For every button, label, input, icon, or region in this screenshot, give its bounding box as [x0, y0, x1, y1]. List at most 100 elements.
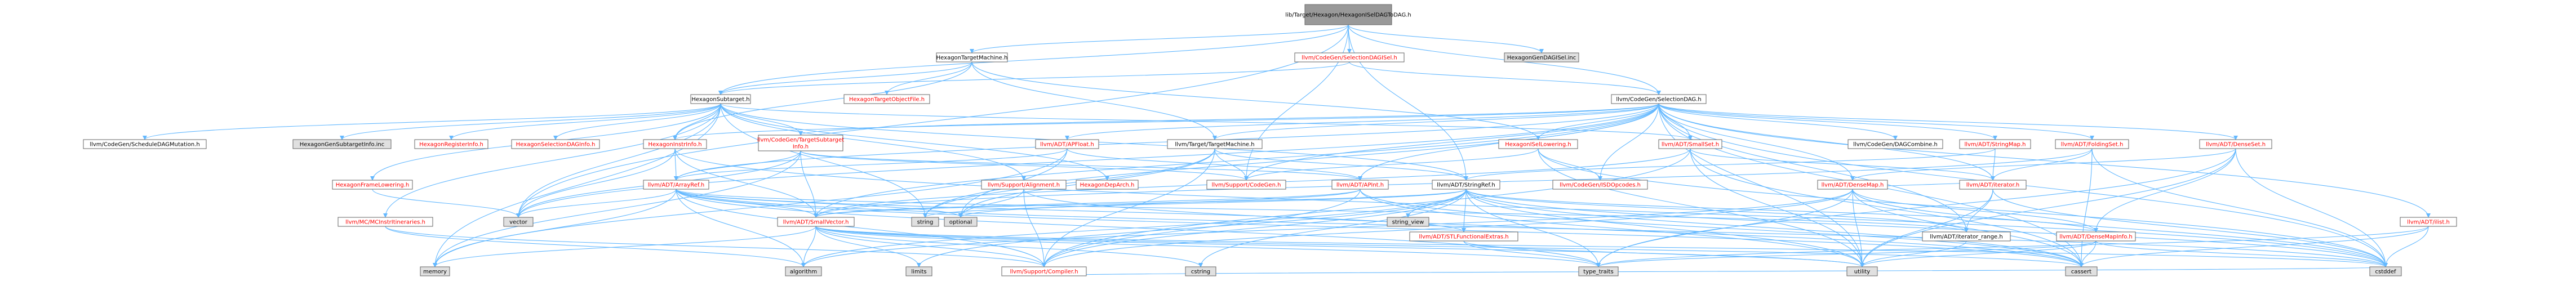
edge-ttm-to-scg — [1214, 148, 1249, 181]
edge-sms-to-cas — [1690, 148, 2084, 267]
node-label: string — [917, 220, 934, 226]
edge-sr-to-lim — [917, 189, 1467, 267]
node-ar[interactable]: llvm/ADT/ArrayRef.h — [643, 180, 709, 190]
edge-hst-to-hgsi — [340, 103, 721, 140]
edge-cgsd-to-apf — [1065, 103, 1659, 140]
node-label: llvm/CodeGen/SelectionDAG.h — [1616, 97, 1701, 103]
node-sa[interactable]: llvm/Support/Alignment.h — [981, 180, 1067, 190]
edge-api-to-sv — [814, 189, 1361, 218]
node-box — [1846, 266, 1878, 276]
node-ttm[interactable]: llvm/Target/TargetMachine.h — [1167, 139, 1263, 149]
node-hst[interactable]: HexagonSubtarget.h — [690, 94, 751, 104]
node-dagc[interactable]: llvm/CodeGen/DAGCombine.h — [1847, 139, 1943, 149]
edge-cgsd-to-sv — [814, 103, 1659, 218]
node-scg[interactable]: llvm/Support/CodeGen.h — [1206, 180, 1286, 190]
node-apf[interactable]: llvm/ADT/APFloat.h — [1035, 139, 1099, 149]
node-box — [911, 217, 939, 227]
edge-cgsd-to-cgtsi — [798, 103, 1659, 136]
node-root[interactable]: lib/Target/Hexagon/HexagonISelDAGToDAG.h — [1285, 4, 1411, 25]
edge-htm-to-hii — [673, 61, 972, 140]
edge-sr-to-sv — [814, 189, 1467, 218]
node-mcii[interactable]: llvm/MC/MCInstrItineraries.h — [337, 217, 433, 227]
node-hisl[interactable]: HexagonISelLowering.h — [1498, 139, 1578, 149]
node-box — [292, 139, 392, 149]
node-layer: lib/Target/Hexagon/HexagonISelDAGToDAG.h… — [83, 4, 2457, 276]
edge-mcii-to-alg — [385, 226, 806, 267]
node-itr[interactable]: llvm/ADT/iterator_range.h — [1922, 231, 2011, 242]
edge-dmi-to-cas — [2079, 240, 2097, 267]
node-hsi[interactable]: HexagonSelectionDAGInfo.h — [511, 139, 600, 149]
node-label: memory — [423, 269, 447, 275]
edge-dm-to-util — [1852, 189, 1864, 267]
node-sms[interactable]: llvm/ADT/SmallSet.h — [1658, 139, 1722, 149]
edge-fs-to-cdef — [2091, 148, 2388, 267]
node-strm[interactable]: llvm/ADT/StringMap.h — [1959, 139, 2031, 149]
node-sv[interactable]: llvm/ADT/SmallVector.h — [777, 217, 855, 227]
node-htof[interactable]: HexagonTargetObjectFile.h — [843, 94, 930, 104]
edge-cgsd-to-scg — [1244, 103, 1659, 181]
node-sr[interactable]: llvm/ADT/StringRef.h — [1432, 180, 1500, 190]
node-box — [1959, 139, 2031, 149]
node-box — [1611, 94, 1707, 104]
node-hfl[interactable]: HexagonFrameLowering.h — [332, 180, 413, 190]
edge-dmi-to-tt — [1596, 240, 2097, 267]
node-it[interactable]: llvm/ADT/iterator.h — [1959, 180, 2027, 190]
edge-root-to-sr — [1348, 24, 1468, 181]
edge-hisl-to-scg — [1244, 148, 1539, 181]
node-dset[interactable]: llvm/ADT/DenseSet.h — [2199, 139, 2272, 149]
edge-cgsdi-to-cgsd — [1349, 61, 1661, 95]
node-hri[interactable]: HexagonRegisterInfo.h — [414, 139, 488, 149]
node-label: llvm/ADT/SmallVector.h — [783, 220, 849, 226]
edge-ar-to-vec — [516, 189, 677, 218]
node-box — [905, 266, 932, 276]
edge-dset-to-dmi — [2094, 148, 2236, 233]
node-isdo[interactable]: llvm/CodeGen/ISDOpcodes.h — [1552, 180, 1648, 190]
edge-ar-to-cdef — [676, 189, 2388, 267]
node-dmi[interactable]: llvm/ADT/DenseMapInfo.h — [2056, 231, 2136, 242]
edge-sv-to-tt — [815, 226, 1601, 267]
node-label: llvm/ADT/FoldingSet.h — [2061, 142, 2124, 148]
edge-stl-to-tt — [1463, 240, 1601, 267]
node-cgsd[interactable]: llvm/CodeGen/SelectionDAG.h — [1611, 94, 1707, 104]
node-fs[interactable]: llvm/ADT/FoldingSet.h — [2055, 139, 2129, 149]
edge-ilist-to-cdef — [2383, 226, 2429, 267]
node-box — [1578, 266, 1619, 276]
node-box — [511, 139, 600, 149]
edge-sv-to-cstr — [815, 226, 1203, 267]
node-stl[interactable]: llvm/ADT/STLFunctionalExtras.h — [1409, 231, 1518, 242]
edge-ttm-to-comp — [1042, 148, 1215, 267]
node-box — [1922, 231, 2011, 242]
node-label: llvm/ADT/iterator.h — [1966, 182, 2019, 189]
node-box — [83, 139, 207, 149]
edge-hii-to-sv — [674, 148, 818, 218]
node-box — [2055, 139, 2129, 149]
node-hii[interactable]: HexagonInstrInfo.h — [643, 139, 707, 149]
edge-sms-to-comp — [1042, 148, 1691, 267]
node-hda[interactable]: HexagonDepArch.h — [1076, 180, 1139, 190]
node-label: optional — [949, 220, 972, 226]
node-dm[interactable]: llvm/ADT/DenseMap.h — [1817, 180, 1888, 190]
node-box — [690, 94, 751, 104]
node-api[interactable]: llvm/ADT/APInt.h — [1331, 180, 1389, 190]
node-cgsdi[interactable]: llvm/CodeGen/SelectionDAGISel.h — [1294, 52, 1405, 62]
node-box — [420, 266, 450, 276]
node-alg: algorithm — [785, 266, 822, 276]
node-box — [1206, 180, 1286, 190]
node-label: llvm/ADT/iterator_range.h — [1930, 234, 2002, 240]
edge-hst-to-vec — [516, 103, 721, 218]
node-box — [1001, 266, 1087, 276]
node-box — [2199, 139, 2272, 149]
edge-root-to-cgsd — [1348, 24, 1661, 95]
node-opt: optional — [944, 217, 978, 227]
node-label: limits — [911, 269, 926, 275]
node-htm[interactable]: HexagonTargetMachine.h — [936, 52, 1008, 62]
edge-hst-to-str — [720, 103, 927, 218]
node-ilist[interactable]: llvm/ADT/ilist.h — [2400, 217, 2457, 227]
edge-sr-to-cdef — [1465, 189, 2388, 267]
node-label: cstddef — [2375, 269, 2396, 275]
node-comp[interactable]: llvm/Support/Compiler.h — [1001, 266, 1087, 276]
node-box — [643, 180, 709, 190]
node-sdm[interactable]: llvm/CodeGen/ScheduleDAGMutation.h — [83, 139, 207, 149]
